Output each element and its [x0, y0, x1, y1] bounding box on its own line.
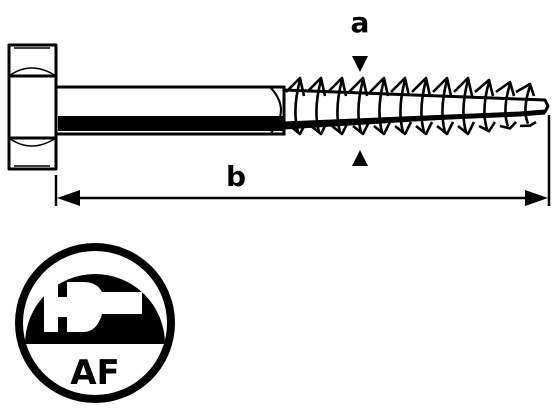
- thread-crest: [474, 78, 497, 133]
- thread-crest: [515, 82, 537, 128]
- thread-crest: [411, 76, 434, 136]
- thread-crest: [390, 76, 413, 136]
- thread-crest: [432, 76, 455, 136]
- thread-crest: [495, 80, 517, 130]
- screw-thread: [282, 76, 550, 136]
- screw-head: [7, 43, 58, 171]
- thread-crest: [453, 76, 476, 136]
- thread-crest: [306, 76, 329, 136]
- thread-crest: [327, 76, 350, 136]
- screw-shank: [54, 85, 286, 136]
- wrench-icon: [44, 282, 142, 332]
- dimension-a: a: [351, 6, 370, 166]
- badge-text: AF: [70, 353, 120, 393]
- thread-crest: [369, 76, 392, 136]
- thread-crest: [348, 76, 371, 136]
- af-badge: AF: [15, 243, 175, 403]
- label-b: b: [226, 160, 246, 193]
- thread-crest: [285, 76, 308, 136]
- label-a: a: [351, 6, 370, 39]
- dimension-b: b: [54, 115, 551, 206]
